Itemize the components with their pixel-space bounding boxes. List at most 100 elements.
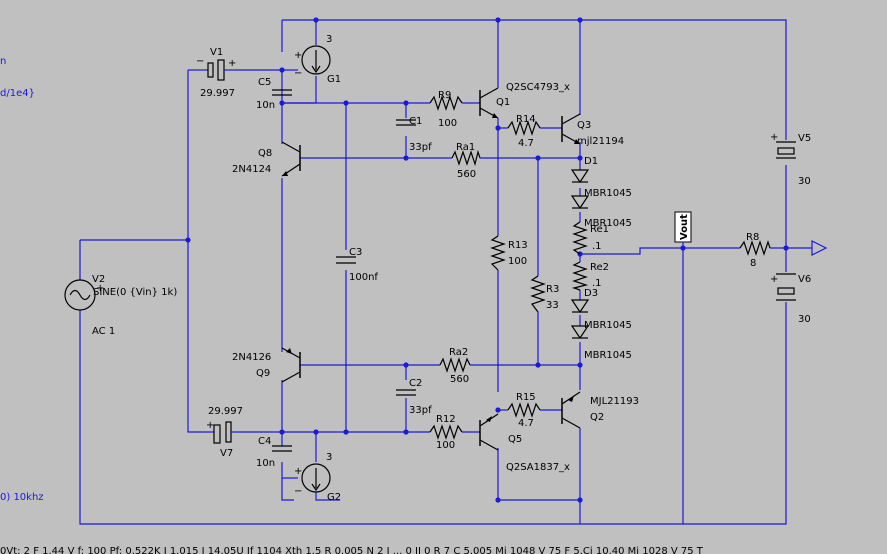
c1-value: 33pf xyxy=(409,142,432,153)
left-text-1: n xyxy=(0,56,6,67)
resistor-r14[interactable] xyxy=(507,120,541,136)
transistor-q3[interactable] xyxy=(561,113,581,145)
ra1-name: Ra1 xyxy=(456,142,475,153)
d4-model: MBR1045 xyxy=(584,320,632,331)
c5-name: C5 xyxy=(258,77,271,88)
d1-name: D1 xyxy=(584,156,598,167)
r14-value: 4.7 xyxy=(518,138,534,149)
resistor-r13[interactable] xyxy=(490,235,506,271)
resistor-r8[interactable] xyxy=(739,240,771,256)
r13-name: R13 xyxy=(508,240,528,251)
svg-text:+: + xyxy=(770,132,778,143)
resistor-r12[interactable] xyxy=(429,424,463,440)
r3-value: 33 xyxy=(546,300,559,311)
resistor-ra1[interactable] xyxy=(451,149,481,167)
v5-name: V5 xyxy=(798,133,811,144)
ra1-value: 560 xyxy=(457,169,476,180)
svg-text:−: − xyxy=(196,56,204,67)
bottom-status-text: 0Vt: 2 F 1.44 V f: 100 Pf: 0.522K I 1.01… xyxy=(0,546,704,554)
capacitor-c3[interactable] xyxy=(336,256,356,264)
svg-text:+: + xyxy=(294,50,302,61)
r8-value: 8 xyxy=(750,258,756,269)
left-text-2: d/1e4} xyxy=(0,88,35,99)
resistor-r9[interactable] xyxy=(429,95,463,111)
battery-v6[interactable]: + xyxy=(770,273,796,301)
q2-name: Q2 xyxy=(590,412,604,423)
c2-value: 33pf xyxy=(409,405,432,416)
capacitor-c5[interactable] xyxy=(272,89,292,96)
d2-model: MBR1045 xyxy=(584,188,632,199)
v6-name: V6 xyxy=(798,274,811,285)
re1-value: .1 xyxy=(592,241,602,252)
resistor-ra2[interactable] xyxy=(439,357,471,373)
re2-value: .1 xyxy=(592,278,602,289)
g2-value: 3 xyxy=(326,452,332,463)
r14-name: R14 xyxy=(516,114,536,125)
r13-value: 100 xyxy=(508,256,527,267)
v7-value: 29.997 xyxy=(208,406,243,417)
r9-name: R9 xyxy=(438,90,451,101)
c4-name: C4 xyxy=(258,436,271,447)
battery-v1[interactable]: − + xyxy=(196,56,236,81)
q5-model: Q2SA1837_x xyxy=(506,462,570,473)
component-labels: n d/1e4} 0) 10khz V1 29.997 29.997 V7 V5… xyxy=(0,34,811,503)
capacitor-c2[interactable] xyxy=(396,389,416,396)
resistor-r15[interactable] xyxy=(507,402,541,418)
svg-text:+: + xyxy=(294,466,302,477)
svg-text:−: − xyxy=(294,68,302,79)
ra2-value: 560 xyxy=(450,374,469,385)
q1-name: Q1 xyxy=(496,97,510,108)
re1-name: Re1 xyxy=(590,224,609,235)
junction-dots xyxy=(185,17,789,503)
left-text-3: 0) 10khz xyxy=(0,492,44,503)
re2-name: Re2 xyxy=(590,262,609,273)
svg-text:−: − xyxy=(294,486,302,497)
diode-d2[interactable] xyxy=(570,195,590,210)
r9-value: 100 xyxy=(438,118,457,129)
diode-d3[interactable] xyxy=(570,299,590,314)
c2-name: C2 xyxy=(409,378,422,389)
net-label-vout-text: Vout xyxy=(679,214,690,240)
resistor-re2[interactable] xyxy=(571,261,589,291)
capacitor-c1[interactable] xyxy=(396,119,416,126)
v5-value: 30 xyxy=(798,176,811,187)
transistor-q2[interactable] xyxy=(561,391,581,429)
diode-d4[interactable] xyxy=(570,325,590,340)
q3-model: mjl21194 xyxy=(577,136,624,147)
ra2-name: Ra2 xyxy=(449,347,468,358)
q2-model: MJL21193 xyxy=(590,396,639,407)
g2-name: G2 xyxy=(327,492,341,503)
r15-value: 4.7 xyxy=(518,418,534,429)
resistor-re1[interactable] xyxy=(572,221,588,255)
d2b-model: MBR1045 xyxy=(584,218,632,229)
transistor-q1[interactable] xyxy=(479,87,499,119)
v6-value: 30 xyxy=(798,314,811,325)
transistor-q8[interactable] xyxy=(281,141,301,177)
c4-value: 10n xyxy=(256,458,275,469)
v2-name: V2 xyxy=(92,274,105,285)
transistor-q9[interactable] xyxy=(281,347,301,383)
resistor-r3[interactable] xyxy=(530,275,546,313)
v2-value: SINE(0 {Vin} 1k) xyxy=(93,287,177,298)
current-source-g2[interactable]: + − xyxy=(294,463,331,497)
output-port-icon xyxy=(811,240,828,256)
current-source-g1[interactable]: + − xyxy=(294,45,331,79)
battery-v5[interactable]: + xyxy=(770,132,796,159)
r12-name: R12 xyxy=(436,414,456,425)
net-label-vout[interactable]: Vout xyxy=(674,211,692,248)
transistor-q5[interactable] xyxy=(479,413,499,451)
svg-text:+: + xyxy=(206,420,214,431)
q9-model: 2N4126 xyxy=(232,352,271,363)
q5-name: Q5 xyxy=(508,434,522,445)
diode-d1[interactable] xyxy=(570,169,590,184)
svg-text:+: + xyxy=(770,274,778,285)
g1-name: G1 xyxy=(327,74,341,85)
battery-v7[interactable]: + xyxy=(206,420,240,444)
sine-source-v2[interactable]: + xyxy=(64,279,104,311)
q9-name: Q9 xyxy=(256,368,270,379)
q8-name: Q8 xyxy=(258,148,272,159)
v1-value: 29.997 xyxy=(200,88,235,99)
capacitor-c4[interactable] xyxy=(272,445,292,452)
svg-text:+: + xyxy=(228,58,236,69)
